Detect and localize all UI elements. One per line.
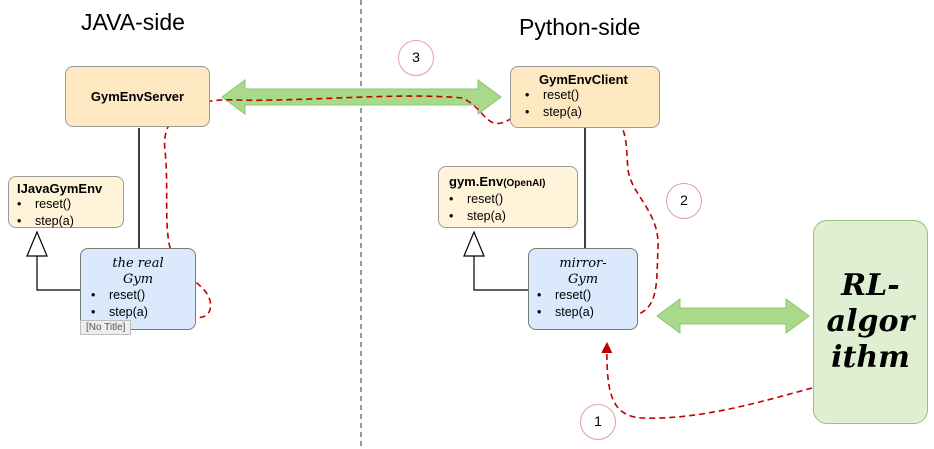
mirror-gym-label-line2: Gym [567,272,599,287]
mirror-gym-box[interactable]: mirror- Gym reset() step(a) [528,248,638,330]
mirror-gym-method-reset: reset() [537,287,637,304]
python-inheritance-arrowhead [463,230,485,257]
client-method-reset: reset() [525,87,659,104]
client-method-step: step(a) [525,104,659,121]
real-gym-methods: reset() step(a) [81,287,195,321]
rl-algorithm-line2: algor [826,304,915,339]
step-3-marker: 3 [398,40,434,76]
gym-env-openai-methods: reset() step(a) [449,191,577,225]
ijava-method-reset: reset() [17,196,123,213]
mirror-rl-double-arrow [656,298,810,334]
gym-env-openai-suffix: (OpenAI) [503,178,546,189]
mirror-gym-method-step: step(a) [537,304,637,321]
java-side-title: JAVA-side [81,9,185,35]
java-inheritance-arrowhead [26,230,48,257]
ijava-gym-env-methods: reset() step(a) [17,196,123,230]
python-side-title: Python-side [519,14,641,40]
step-2-marker: 2 [666,183,702,219]
gym-env-method-step: step(a) [449,208,577,225]
python-inheritance-connector [473,255,530,291]
real-gym-method-reset: reset() [91,287,195,304]
ijava-method-step: step(a) [17,213,123,230]
no-title-tooltip: [No Title] [80,320,132,335]
gym-env-openai-label: gym.Env [449,174,504,189]
flow-path-1 [601,341,813,419]
mirror-gym-methods: reset() step(a) [529,287,637,321]
gym-env-openai-box[interactable]: gym.Env(OpenAI) reset() step(a) [438,166,578,228]
rl-algorithm-line1: RL- [841,268,900,303]
rl-algorithm-line3: ithm [831,340,910,375]
gym-env-server-box[interactable]: GymEnvServer [65,66,210,127]
java-inheritance-connector [36,255,90,291]
gym-env-server-label: GymEnvServer [90,89,185,104]
gym-env-method-reset: reset() [449,191,577,208]
rl-algorithm-box[interactable]: RL- algor ithm [813,220,928,424]
real-gym-label-line2: Gym [122,272,154,287]
real-gym-box[interactable]: the real Gym reset() step(a) [80,248,196,330]
step-1-marker: 1 [580,404,616,440]
gym-env-client-box[interactable]: GymEnvClient reset() step(a) [510,66,660,128]
mirror-gym-label-line1: mirror- [559,256,607,271]
gym-env-client-label: GymEnvClient [539,72,628,87]
gym-env-client-methods: reset() step(a) [525,87,659,121]
real-gym-label-line1: the real [112,256,164,271]
gym-env-openai-title: gym.Env(OpenAI) [449,173,577,191]
ijava-gym-env-box[interactable]: IJavaGymEnv reset() step(a) [8,176,124,228]
ijava-gym-env-label: IJavaGymEnv [17,181,103,196]
real-gym-method-step: step(a) [91,304,195,321]
flow-path-2 [610,116,659,320]
